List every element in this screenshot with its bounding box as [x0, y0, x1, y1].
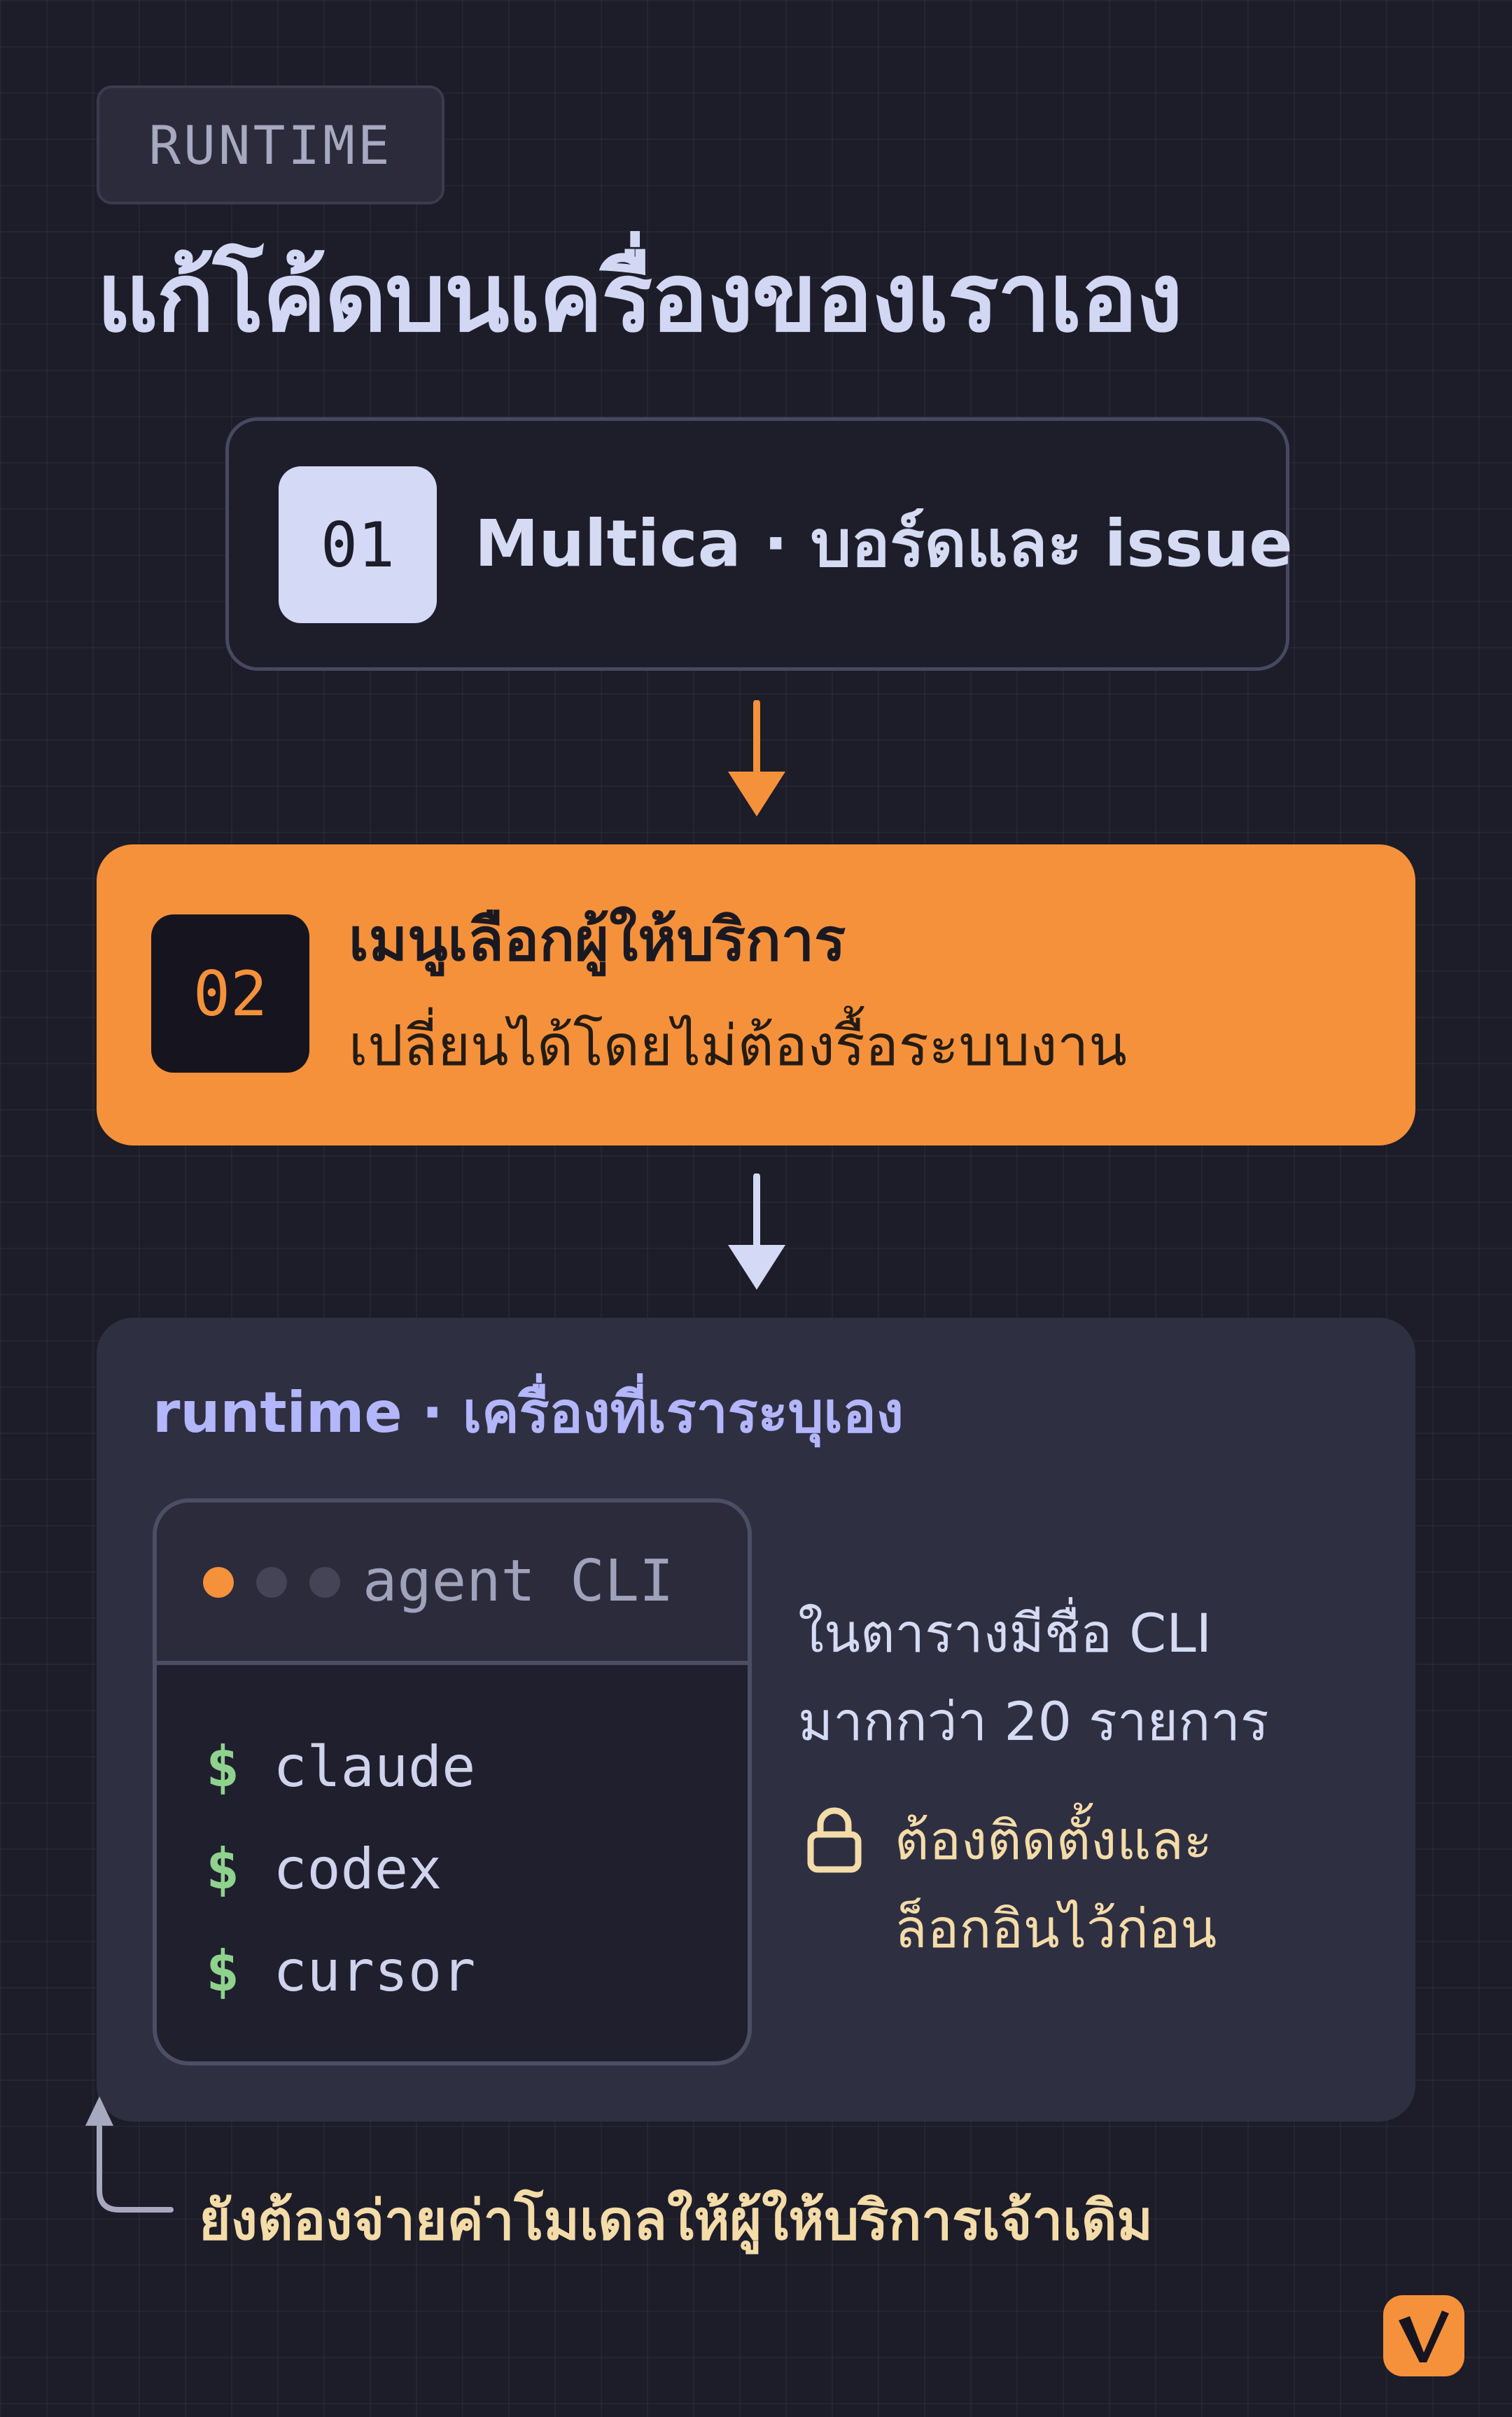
terminal-command-line: $ cursor: [206, 1938, 475, 2005]
window-dot-orange-icon: [203, 1567, 234, 1598]
install-note-line: ล็อกอินไว้ก่อน: [895, 1897, 1217, 1960]
prompt-symbol: $: [206, 1734, 240, 1799]
footnote: ยังต้องจ่ายค่าโมเดลให้ผู้ให้บริการเจ้าเด…: [199, 2189, 1153, 2252]
prompt-symbol: $: [206, 1837, 240, 1902]
cli-info: ในตารางมีชื่อ CLI มากกว่า 20 รายการ: [798, 1589, 1269, 1766]
logo-glyph-icon: [1399, 2311, 1449, 2362]
command-text: claude: [273, 1734, 476, 1799]
lock-icon: [807, 1807, 862, 1873]
corner-up-arrow-icon: [85, 2096, 174, 2213]
window-dot-icon: [309, 1567, 340, 1598]
terminal-window: agent CLI $ claude $ codex $ cursor: [153, 1498, 752, 2066]
step-2-number: 02: [151, 914, 309, 1073]
step-2-card: [97, 844, 1415, 1145]
step-2-title: เมนูเลือกผู้ให้บริการ: [349, 905, 846, 974]
prompt-symbol: $: [206, 1939, 240, 2004]
command-text: codex: [273, 1837, 442, 1902]
command-text: cursor: [273, 1939, 476, 2004]
window-dot-icon: [256, 1567, 287, 1598]
runtime-label: runtime · เครื่องที่เราระบุเอง: [153, 1380, 904, 1445]
terminal-command-line: $ codex: [206, 1836, 442, 1903]
brand-logo-icon: [1383, 2295, 1464, 2376]
terminal-titlebar: agent CLI: [157, 1503, 748, 1665]
install-note: ต้องติดตั้งและ ล็อกอินไว้ก่อน: [895, 1797, 1217, 1973]
cli-info-line: มากกว่า 20 รายการ: [798, 1690, 1269, 1753]
page-title: แก้โค้ดบนเครื่องของเราเอง: [97, 243, 1183, 354]
arrow-down-icon: [728, 1173, 785, 1290]
step-2-subtitle: เปลี่ยนได้โดยไม่ต้องรื้อระบบงาน: [349, 1013, 1127, 1078]
step-1-title: Multica · บอร์ดและ issue: [475, 506, 1293, 581]
install-note-line: ต้องติดตั้งและ: [895, 1809, 1212, 1872]
terminal-command-line: $ claude: [206, 1734, 475, 1801]
terminal-title: agent CLI: [363, 1548, 674, 1615]
arrow-down-icon: [728, 700, 785, 816]
step-1-number: 01: [279, 466, 437, 623]
section-badge: RUNTIME: [97, 85, 444, 204]
cli-info-line: ในตารางมีชื่อ CLI: [798, 1602, 1212, 1664]
